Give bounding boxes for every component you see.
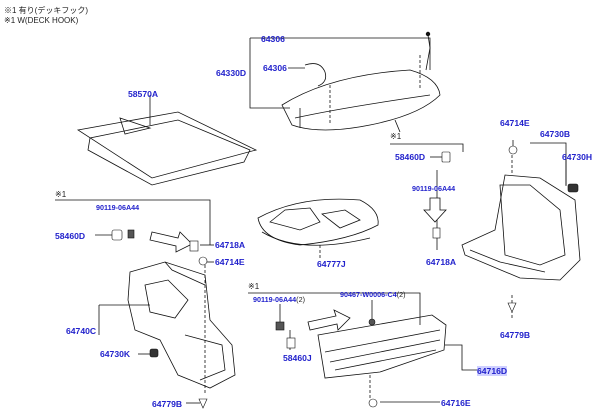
floor-mat-tab <box>119 117 152 135</box>
part-64777J[interactable]: 64777J <box>317 259 346 269</box>
mark-star1-left: ※1 <box>55 190 67 199</box>
clip-64730K <box>149 348 159 358</box>
part-64716E[interactable]: 64716E <box>441 398 471 408</box>
arrow-right <box>423 197 447 223</box>
part-64714E-right[interactable]: 64714E <box>500 118 530 128</box>
arrow-left <box>149 231 193 253</box>
clip-58460J <box>286 337 296 349</box>
left-trim-recess <box>144 279 189 319</box>
cable-64306-top <box>425 34 431 71</box>
part-64716D[interactable]: 64716D <box>477 366 508 376</box>
bracket-middle <box>248 292 421 325</box>
floor-mat-outline <box>76 111 258 179</box>
part-64306-mid[interactable]: 64306 <box>263 63 287 73</box>
sill-plate-rib-1 <box>324 329 441 353</box>
tonneau-cover-edges <box>299 108 401 133</box>
part-64306-top[interactable]: 64306 <box>261 34 285 44</box>
part-90467[interactable]: 90467-W0006-C4(2) <box>340 290 406 300</box>
part-90467-qty: (2) <box>396 290 406 299</box>
clip-64714E-left <box>198 256 208 266</box>
left-trim-lower <box>184 334 226 381</box>
sill-plate-rib-3 <box>334 349 437 371</box>
part-58460D-right[interactable]: 58460D <box>395 152 426 162</box>
part-64730B[interactable]: 64730B <box>540 129 571 139</box>
part-58570A[interactable]: 58570A <box>128 89 159 99</box>
part-58460J[interactable]: 58460J <box>283 353 312 363</box>
part-90119-middle-qty: (2) <box>296 295 305 304</box>
tonneau-cover-crease <box>294 94 431 119</box>
clip-64718A-right <box>432 227 441 239</box>
part-90467-number: 90467-W0006-C4 <box>340 290 397 299</box>
clip-64714E-right <box>508 145 518 155</box>
tonneau-cover <box>281 69 441 131</box>
clip-64779B-right <box>507 302 517 313</box>
note-line-2: ※1 W(DECK HOOK) <box>4 16 79 25</box>
part-64718A-left[interactable]: 64718A <box>215 240 246 250</box>
part-58460D-left[interactable]: 58460D <box>55 231 86 241</box>
clip-64718A-left <box>189 240 199 252</box>
part-64730K[interactable]: 64730K <box>100 349 131 359</box>
left-trim-top <box>164 261 206 286</box>
cable-64306-mid <box>304 63 327 87</box>
clip-64779B-left <box>198 398 208 409</box>
leader-64306-top <box>250 37 431 70</box>
clip-64730H <box>567 183 579 193</box>
sill-plate-rib-2 <box>329 339 441 363</box>
right-trim-recess <box>499 184 566 266</box>
left-trim <box>127 261 236 389</box>
sill-plate <box>317 314 447 379</box>
right-trim-lower <box>469 249 546 273</box>
clip-64716E <box>368 398 378 408</box>
mark-star1-right: ※1 <box>390 132 402 141</box>
tray-cavity-2 <box>321 209 361 229</box>
clip-58460D-left <box>111 229 123 241</box>
bolt-90119-left <box>127 229 135 239</box>
screw-90467 <box>368 318 376 326</box>
part-64730H[interactable]: 64730H <box>562 152 593 162</box>
bolt-90119-mid <box>275 321 285 331</box>
part-64330D[interactable]: 64330D <box>216 68 247 78</box>
leader-64716D <box>445 344 478 371</box>
floor-mat-side <box>87 119 251 186</box>
storage-tray <box>257 198 379 246</box>
note-line-1: ※1 有り(デッキフック) <box>4 6 88 15</box>
part-90119-left[interactable]: 90119-06A44 <box>96 203 140 212</box>
tray-cavity-1 <box>269 207 321 231</box>
leader-64730B <box>530 142 567 185</box>
tray-base <box>261 231 371 246</box>
mark-star1-middle: ※1 <box>248 282 260 291</box>
part-90119-middle-number: 90119-06A44 <box>253 295 297 304</box>
arrow-middle <box>307 309 351 331</box>
cable-end-dot <box>425 31 431 37</box>
right-trim <box>461 174 581 281</box>
clip-58460D-right <box>441 151 451 163</box>
part-64779B-left[interactable]: 64779B <box>152 399 183 409</box>
leader-64330D <box>249 38 290 109</box>
part-64779B-right[interactable]: 64779B <box>500 330 531 340</box>
part-64740C[interactable]: 64740C <box>66 326 97 336</box>
bracket-left <box>55 199 211 245</box>
part-64718A-right[interactable]: 64718A <box>426 257 457 267</box>
part-64714E-left[interactable]: 64714E <box>215 257 245 267</box>
part-90119-right[interactable]: 90119-06A44 <box>412 184 456 193</box>
bracket-right <box>390 143 464 152</box>
part-90119-middle[interactable]: 90119-06A44(2) <box>253 295 305 305</box>
